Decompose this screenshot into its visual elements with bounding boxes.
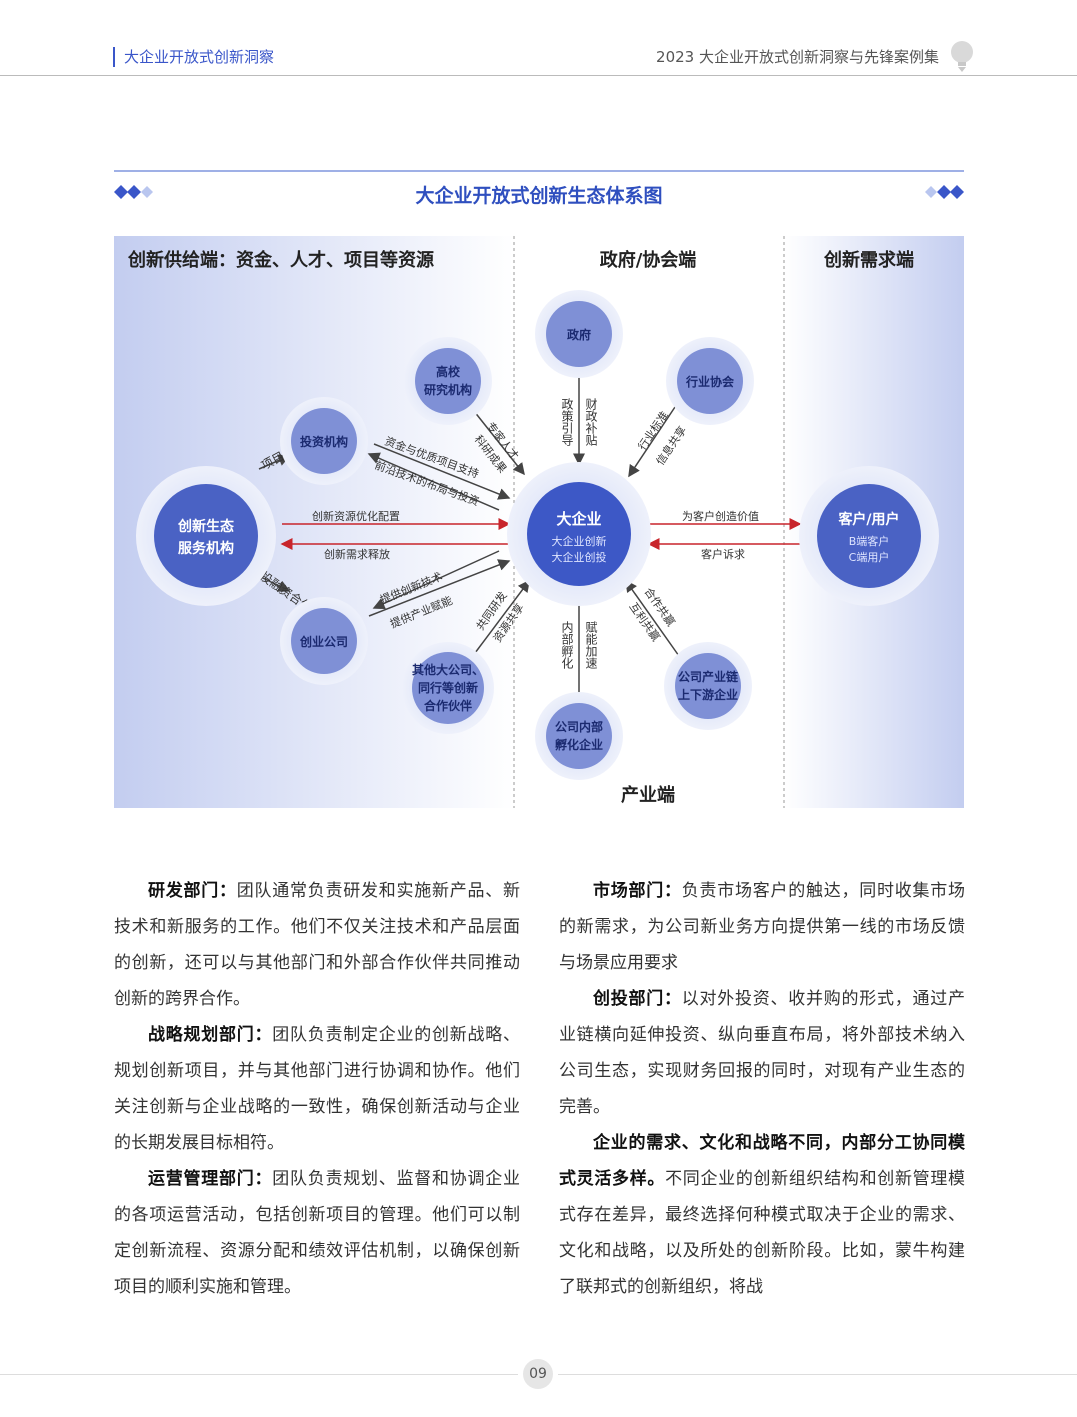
edge-chain-center (625, 579, 680, 657)
node-startup: 创业公司 (280, 597, 368, 685)
node-customer-label: 客户/用户 (837, 511, 899, 528)
node-association-label: 行业协会 (685, 374, 735, 389)
node-incubated-line1: 公司内部 (555, 719, 603, 734)
node-partners: 其他大公司、 同行等创新 合作伙伴 (402, 642, 494, 734)
edge-center-investor (367, 452, 500, 511)
label-subsidy: 财政补贴 (584, 398, 598, 446)
paragraph-vc: 创投部门：以对外投资、收并购的形式，通过产业链横向延伸投资、纵向垂直布局，将外部… (559, 981, 965, 1125)
node-customer: 客户/用户 B端客户 C端用户 (799, 466, 939, 606)
heading-vc: 创投部门： (593, 989, 682, 1009)
node-customer-sub1: B端客户 (849, 534, 890, 548)
node-service-org: 创新生态 服务机构 (136, 466, 276, 606)
node-government-label: 政府 (567, 327, 591, 342)
summary-bold: 企业的需求、文化和战略不同，内部分工协同模式灵活多样。 (559, 1133, 965, 1189)
zone-title-government: 政府/协会端 (600, 249, 697, 271)
diamond-ornament-left-icon (114, 185, 153, 199)
text-ops: 团队负责规划、监督和协调企业的各项运营活动，包括创新项目的管理。他们可以制定创新… (114, 1169, 520, 1297)
node-service-line2: 服务机构 (178, 540, 234, 557)
node-government: 政府 (535, 290, 623, 378)
edge-investor-center (373, 443, 511, 500)
node-incubated: 公司内部 孵化企业 (535, 692, 623, 780)
paragraph-market: 市场部门：负责市场客户的触达，同时收集市场的新需求，为公司新业务方向提供第一线的… (559, 873, 965, 981)
zone-title-supply: 创新供给端：资金、人才、项目等资源 (127, 249, 434, 271)
edge-partners-center (468, 579, 530, 662)
text-rd: 团队通常负责研发和实施新产品、新技术和新服务的工作。他们不仅关注技术和产品层面的… (114, 881, 520, 1009)
node-customer-sub2: C端用户 (849, 550, 890, 564)
edge-center-startup (372, 550, 500, 610)
node-center-sub1: 大企业创新 (552, 534, 607, 548)
page-number: 09 (523, 1359, 553, 1389)
paragraph-rd: 研发部门：团队通常负责研发和实施新产品、新技术和新服务的工作。他们不仅关注技术和… (114, 873, 520, 1017)
label-demand-release: 创新需求释放 (324, 547, 390, 561)
node-university: 高校 研究机构 (404, 337, 492, 425)
edge-association-center (628, 400, 680, 478)
edge-service-startup (258, 575, 291, 592)
node-industry-chain: 公司产业链 上下游企业 (664, 642, 752, 730)
node-university-line2: 研究机构 (424, 382, 472, 397)
label-policy: 政策引导 (560, 398, 574, 446)
zone-title-demand: 创新需求端 (823, 249, 914, 271)
node-investor: 投资机构 (280, 397, 368, 485)
node-university-line1: 高校 (436, 364, 461, 379)
label-internal-incub: 内部孵化 (560, 621, 574, 670)
footer-line-right (558, 1374, 1077, 1375)
node-chain-line1: 公司产业链 (678, 669, 739, 684)
footer-line-left (0, 1374, 518, 1375)
node-partners-line1: 其他大公司、 (412, 662, 484, 677)
node-association: 行业协会 (666, 337, 754, 425)
heading-market: 市场部门： (593, 881, 682, 901)
body-column-left: 研发部门：团队通常负责研发和实施新产品、新技术和新服务的工作。他们不仅关注技术和… (114, 873, 520, 1305)
header-publication-title: 2023 大企业开放式创新洞察与先锋案例集 (656, 48, 939, 66)
node-investor-label: 投资机构 (300, 434, 348, 449)
diamond-ornament-right-icon (925, 185, 964, 199)
heading-ops: 运营管理部门： (148, 1169, 273, 1189)
text-vc: 以对外投资、收并购的形式，通过产业链横向延伸投资、纵向垂直布局，将外部技术纳入公… (559, 989, 965, 1117)
figure-top-rule (114, 170, 964, 172)
edge-startup-center (368, 559, 511, 617)
header-accent-bar (113, 47, 115, 67)
lightbulb-icon (951, 41, 973, 72)
zone-title-industry: 产业端 (621, 784, 675, 806)
label-value-create: 为客户创造价值 (682, 509, 759, 523)
summary-text: 不同企业的创新组织结构和创新管理模式存在差异，最终选择何种模式取决于企业的需求、… (559, 1169, 966, 1297)
heading-strategy: 战略规划部门： (148, 1025, 273, 1045)
node-partners-line3: 合作伙伴 (424, 698, 472, 713)
connectors (258, 366, 802, 698)
node-service-line1: 创新生态 (177, 518, 234, 535)
figure-title: 大企业开放式创新生态体系图 (415, 185, 663, 207)
heading-rd: 研发部门： (148, 881, 237, 901)
node-center-enterprise: 大企业 大企业创新 大企业创投 (507, 462, 651, 606)
node-center-sub2: 大企业创投 (552, 550, 607, 564)
header-section-title: 大企业开放式创新洞察 (124, 48, 275, 66)
node-chain-line2: 上下游企业 (678, 687, 738, 702)
body-column-right: 市场部门：负责市场客户的触达，同时收集市场的新需求，为公司新业务方向提供第一线的… (559, 873, 965, 1305)
node-partners-line2: 同行等创新 (418, 680, 478, 695)
paragraph-ops: 运营管理部门：团队负责规划、监督和协调企业的各项运营活动，包括创新项目的管理。他… (114, 1161, 520, 1305)
node-center-label: 大企业 (556, 510, 601, 528)
label-customer-appeal: 客户诉求 (701, 547, 745, 561)
page-header: 大企业开放式创新洞察 2023 大企业开放式创新洞察与先锋案例集 (0, 0, 1077, 76)
header-divider (0, 75, 1077, 76)
ecosystem-diagram: 创新供给端：资金、人才、项目等资源 政府/协会端 创新需求端 产业端 项目合作 … (114, 236, 964, 808)
paragraph-summary: 企业的需求、文化和战略不同，内部分工协同模式灵活多样。不同企业的创新组织结构和创… (559, 1125, 965, 1305)
label-empower-accel: 赋能加速 (584, 621, 598, 669)
text-strategy: 团队负责制定企业的创新战略、规划创新项目，并与其他部门进行协调和协作。他们关注创… (114, 1025, 520, 1153)
text-market: 负责市场客户的触达，同时收集市场的新需求，为公司新业务方向提供第一线的市场反馈与… (559, 881, 965, 973)
node-incubated-line2: 孵化企业 (555, 737, 603, 752)
node-startup-label: 创业公司 (299, 634, 348, 649)
label-resource-opt: 创新资源优化配置 (312, 509, 400, 523)
paragraph-strategy: 战略规划部门：团队负责制定企业的创新战略、规划创新项目，并与其他部门进行协调和协… (114, 1017, 520, 1161)
